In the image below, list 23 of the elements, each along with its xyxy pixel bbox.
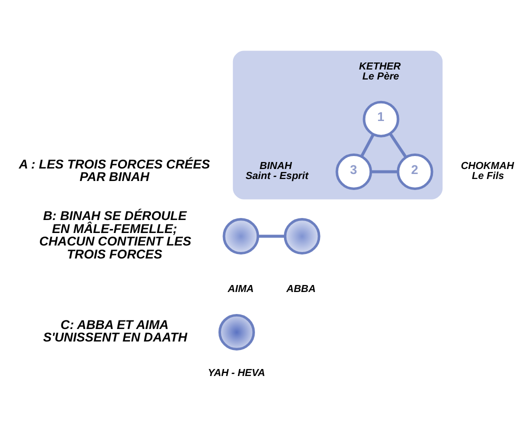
node-label: ABBA bbox=[286, 283, 316, 294]
label: A : LES TROIS FORCES CRÉES PAR BINAH bbox=[18, 156, 210, 184]
node-label: BINAH bbox=[260, 160, 292, 172]
cluster bbox=[232, 50, 443, 199]
connector bbox=[371, 170, 398, 173]
node-circle bbox=[222, 218, 260, 254]
connector bbox=[388, 132, 408, 158]
label: B: BINAH SE DÉROULE EN MÂLE-FEMELLE; CHACUN CONTIENT LES TROIS FORCES bbox=[39, 208, 192, 261]
node-label: AIMA bbox=[228, 283, 254, 294]
node-label: CHOKMAH bbox=[460, 160, 514, 172]
node-circle: 3 bbox=[336, 153, 372, 190]
node-label: KETHER bbox=[358, 61, 401, 72]
node-label: Le Fils bbox=[472, 170, 504, 182]
node-label: YAH - HEVA bbox=[208, 368, 266, 379]
node-circle: 1 bbox=[362, 100, 400, 137]
node-circle: 2 bbox=[396, 153, 434, 190]
connector bbox=[360, 133, 375, 157]
node-circle bbox=[284, 218, 320, 254]
connector bbox=[258, 234, 285, 238]
node-circle bbox=[218, 313, 255, 350]
label: C: ABBA ET AIMA S'UNISSENT EN DAATH bbox=[43, 316, 188, 344]
node-label: Saint - Esprit bbox=[246, 170, 308, 182]
node-label: Le Père bbox=[362, 71, 400, 82]
